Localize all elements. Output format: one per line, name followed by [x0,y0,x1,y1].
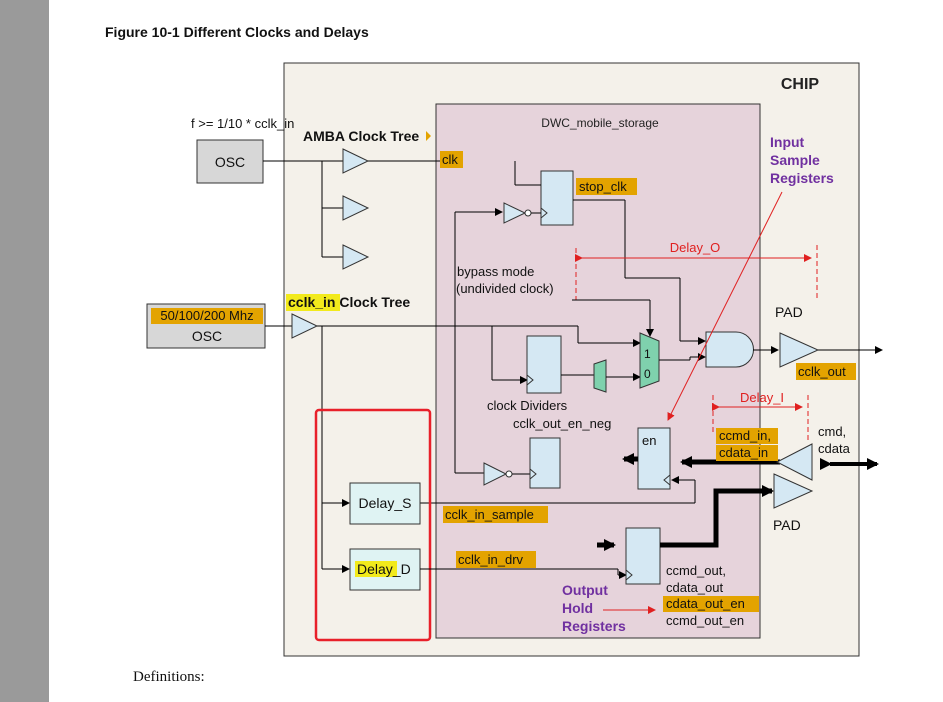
frequency-rule: f >= 1/10 * cclk_in [191,116,294,131]
en-label: en [642,433,656,448]
page-sidebar [0,0,49,702]
delay-s-block [349,482,421,525]
cclk-in-drv-label: cclk_in_drv [458,552,524,567]
clock-divider-clk [526,374,534,386]
pad-bottom-buffer [773,473,814,509]
ccmd-out-label: ccmd_out, [666,563,726,578]
clock-divider-register [526,335,562,394]
output-hold-out-bold [660,488,760,548]
output-hold-label-1: Output [562,582,608,598]
osc-amba-label: OSC [215,154,245,170]
pad-bottom-label: PAD [773,517,801,533]
delay-i-label: Delay_I [740,390,784,405]
mux-input-0-label: 0 [644,367,651,381]
cclk-out-label: cclk_out [798,364,846,379]
cclk-in-sample-highlight [443,506,548,523]
cmd-label: cmd, [818,424,846,439]
inverter-bottom-bubble [505,470,513,478]
cdata-label: cdata [818,441,851,456]
ccmd-in-label: ccmd_in, [719,428,771,443]
clock-dividers-label: clock Dividers [487,398,568,413]
delay-o-label: Delay_O [670,240,721,255]
dwc-module-label: DWC_mobile_storage [541,116,659,130]
osc-amba [196,139,264,184]
ccmd-in-highlight [716,428,778,444]
delay-selection-box [314,408,432,642]
mux-input-1-label: 1 [644,347,651,361]
cclk-out-highlight [796,363,856,380]
delay-d-label: Delay_D [357,561,411,577]
clk-highlight [440,151,463,168]
cdata-out-label: cdata_out [666,580,723,595]
cclk-in-drv-highlight [456,551,536,568]
input-sample-label-3: Registers [770,170,834,186]
amba-buffer-1 [342,148,370,174]
pad-input-buffer [775,443,813,481]
output-enable-register-clk [529,468,537,480]
amba-clock-tree-label: AMBA Clock Tree [303,128,419,144]
amba-buffer-3 [342,244,370,270]
bypass-mode-label-1: bypass mode [457,264,534,279]
stop-clk-highlight [576,178,637,195]
delay-d-highlight [355,561,397,577]
cdata-in-label: cdata_in [719,445,768,460]
inverter-bottom [483,462,508,486]
output-hold-register-clk [625,569,633,581]
input-sample-pointer [667,191,783,421]
delay-s-label: Delay_S [359,495,412,511]
stop-clk-register [540,170,574,226]
ccmd-out-en-label: ccmd_out_en [666,613,744,628]
and-gate [705,331,754,368]
amba-tree-marker [426,131,431,141]
osc-freq-highlight [151,308,263,324]
figure-title: Figure 10-1 Different Clocks and Delays [105,24,369,40]
cclk-buffer [291,313,319,339]
cclk-out-en-neg-label: cclk_out_en_neg [513,416,611,431]
definitions-heading: Definitions: [133,669,205,685]
amba-buffer-2 [342,195,370,221]
input-sample-register-clk [663,474,671,486]
bypass-mux [639,332,660,389]
stop-clk-register-clk [540,207,548,219]
bypass-mode-label-2: (undivided clock) [456,281,554,296]
stop-clk-label: stop_clk [579,179,627,194]
osc-cclk-freq-label: 50/100/200 Mhz [160,308,253,323]
cclk-in-tree-highlight [286,294,340,311]
cdata-out-en-label: cdata_out_en [666,596,745,611]
cclk-in-clock-tree-label: cclk_in Clock Tree [288,294,410,310]
clk-label: clk [442,152,458,167]
pad-top-label: PAD [775,304,803,320]
inverter-top [503,202,527,224]
chip-label: CHIP [781,76,820,93]
mini-mux [593,359,607,393]
osc-cclk-label: OSC [192,328,222,344]
output-hold-label-2: Hold [562,600,593,616]
cdata-in-highlight [716,445,778,461]
output-hold-label-3: Registers [562,618,626,634]
pad-output-buffer [779,332,820,368]
output-enable-register [529,437,561,489]
input-sample-label-1: Input [770,134,805,150]
cclk-in-sample-label: cclk_in_sample [445,507,534,522]
cdata-out-en-highlight [663,596,759,612]
inverter-top-bubble [524,209,532,217]
input-sample-label-2: Sample [770,152,820,168]
